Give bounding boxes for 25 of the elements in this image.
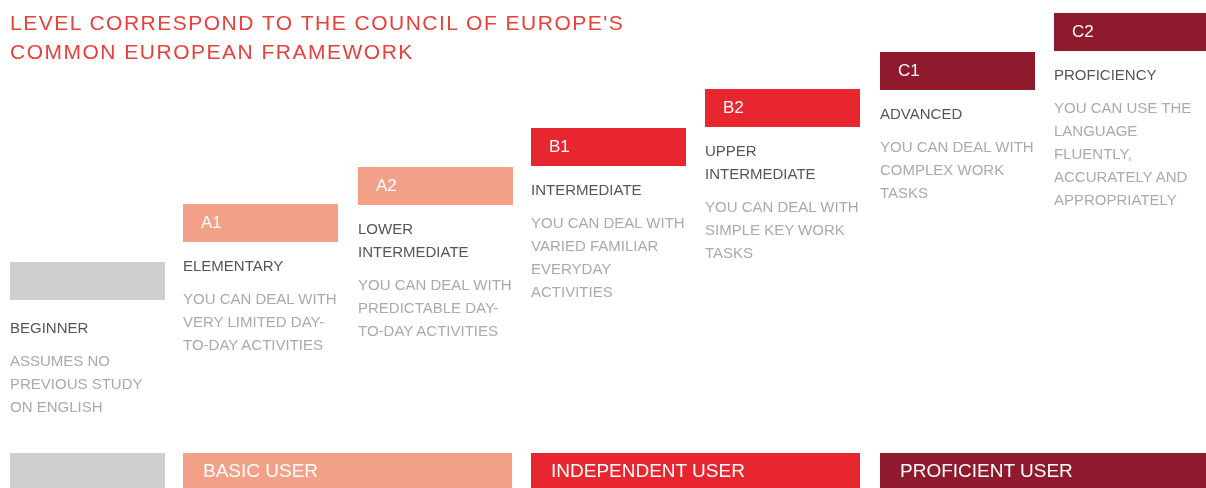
level-heading: PROFICIENCY bbox=[1054, 65, 1158, 85]
level-heading: ELEMENTARY bbox=[183, 256, 285, 276]
empty-band bbox=[10, 453, 165, 488]
title: LEVEL CORRESPOND TO THE COUNCIL OF EUROPE'S COMMON EUROPEAN FRAMEWORK bbox=[10, 10, 626, 65]
level-description: YOU CAN DEAL WITH PREDICTABLE DAY-TO-DAY ACTIVITIES bbox=[358, 275, 513, 341]
level-description: ASSUMES NO PREVIOUS STUDY ON ENGLISH bbox=[10, 351, 144, 417]
level-description: YOU CAN USE THE LANGUAGE FLUENTLY, ACCURATELY AND APPROPRIATELY bbox=[1054, 98, 1193, 210]
level-bar: A2 bbox=[358, 167, 513, 205]
level-bar: A1 bbox=[183, 204, 338, 242]
level-description: YOU CAN DEAL WITH COMPLEX WORK TASKS bbox=[880, 137, 1035, 203]
level-heading: BEGINNER bbox=[10, 318, 90, 338]
level-bar: B2 bbox=[705, 89, 860, 127]
level-bar: B1 bbox=[531, 128, 686, 166]
level-bar: C2 bbox=[1054, 13, 1206, 51]
user-band: BASIC USER bbox=[183, 453, 512, 488]
level-heading: UPPER INTERMEDIATE bbox=[705, 141, 817, 184]
level-description: YOU CAN DEAL WITH VERY LIMITED DAY-TO-DAY ACTIVITIES bbox=[183, 289, 338, 355]
level-description: YOU CAN DEAL WITH VARIED FAMILIAR EVERYDAY ACTIVITIES bbox=[531, 213, 686, 302]
level-heading: INTERMEDIATE bbox=[531, 180, 643, 200]
level-description: YOU CAN DEAL WITH SIMPLE KEY WORK TASKS bbox=[705, 197, 860, 263]
level-bar: C1 bbox=[880, 52, 1035, 90]
user-band: PROFICIENT USER bbox=[880, 453, 1206, 488]
user-band: INDEPENDENT USER bbox=[531, 453, 860, 488]
level-heading: ADVANCED bbox=[880, 104, 964, 124]
level-heading: LOWER INTERMEDIATE bbox=[358, 219, 470, 262]
